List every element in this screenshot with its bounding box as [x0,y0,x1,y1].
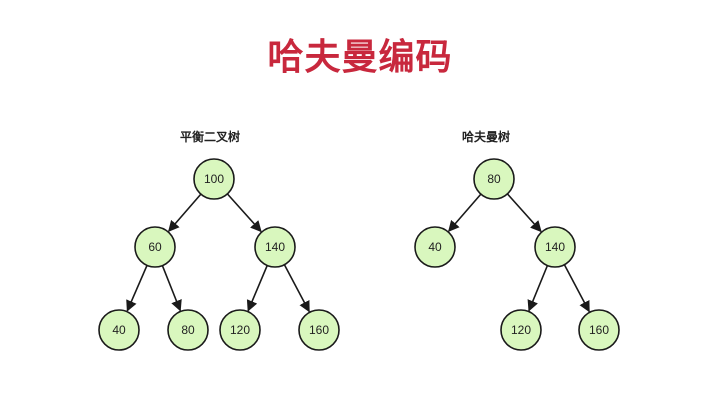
tree-edge [168,193,202,232]
node-value: 40 [428,240,442,254]
tree-node: 40 [98,309,140,351]
node-value: 80 [181,323,195,337]
node-value: 140 [545,240,565,254]
node-circle [98,309,140,351]
tree-node: 120 [219,309,261,351]
node-circle [219,309,261,351]
tree-edge [506,193,542,233]
tree-node: 80 [473,158,515,200]
huffman-tree-label: 哈夫曼树 [461,130,511,144]
tree-edge [527,265,549,312]
tree-node: 120 [500,309,542,351]
tree-edge [563,264,590,313]
node-circle [500,309,542,351]
tree-node: 40 [414,226,456,268]
tree-node: 60 [134,226,176,268]
tree-edge [161,265,182,312]
node-circle [578,309,620,351]
node-circle [193,158,235,200]
tree-edge [246,265,268,312]
node-value: 160 [589,323,609,337]
node-circle [534,226,576,268]
node-value: 100 [204,172,224,186]
tree-node: 160 [578,309,620,351]
tree-edge [283,264,310,313]
tree-edge [226,193,262,233]
tree-node: 80 [167,309,209,351]
tree-node: 160 [298,309,340,351]
node-value: 120 [511,323,531,337]
tree-node: 140 [254,226,296,268]
node-circle [134,226,176,268]
node-value: 120 [230,323,250,337]
node-circle [167,309,209,351]
page-title: 哈夫曼编码 [267,37,453,78]
node-value: 40 [112,323,126,337]
node-circle [254,226,296,268]
node-value: 140 [265,240,285,254]
tree-node: 140 [534,226,576,268]
node-value: 160 [309,323,329,337]
node-circle [414,226,456,268]
node-circle [298,309,340,351]
tree-edge [448,193,482,232]
tree-edge [126,265,148,312]
node-circle [473,158,515,200]
tree-node: 100 [193,158,235,200]
node-value: 60 [148,240,162,254]
node-value: 80 [487,172,501,186]
balanced-tree-label: 平衡二叉树 [179,130,241,144]
